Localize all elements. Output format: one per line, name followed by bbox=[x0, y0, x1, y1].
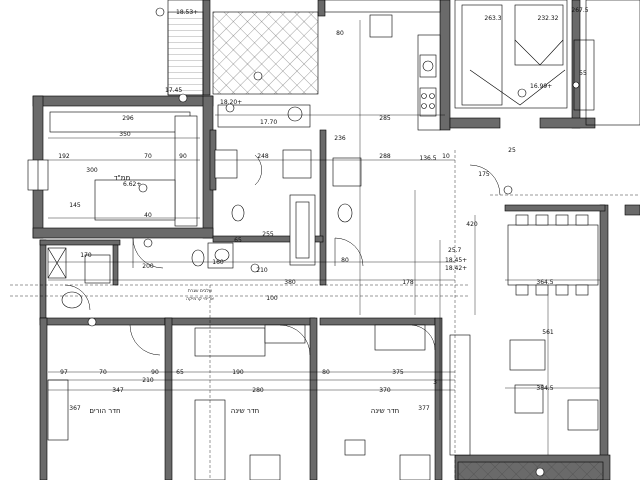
level-marker: 17.70 bbox=[260, 119, 277, 126]
tiled-balcony bbox=[457, 461, 604, 480]
room-master-bedroom: חדר הורים bbox=[89, 407, 120, 415]
note-passage: שלבים שגרת bbox=[188, 289, 212, 294]
dim-label: 377 bbox=[418, 405, 430, 412]
dim-label: 232.32 bbox=[538, 15, 559, 22]
dim-label: 175 bbox=[478, 171, 490, 178]
dim-label: 561 bbox=[542, 329, 554, 336]
dim-label: 192 bbox=[58, 153, 70, 160]
dim-label: 70 bbox=[144, 153, 152, 160]
dim-label: 375 bbox=[392, 369, 404, 376]
dim-label: 136.5 bbox=[419, 155, 436, 162]
level-marker: 16.99+ bbox=[530, 83, 552, 90]
kitchen bbox=[324, 0, 441, 187]
dim-label: 350 bbox=[119, 131, 131, 138]
dimension-labels: 296 350 192 70 90 248 288 285 236 80 300… bbox=[58, 7, 588, 412]
dim-label: 210 bbox=[256, 267, 268, 274]
dim-label: 90 bbox=[151, 369, 159, 376]
dim-label: 40 bbox=[144, 212, 152, 219]
dim-label: 263.3 bbox=[484, 15, 501, 22]
dim-label: 267.5 bbox=[571, 7, 588, 14]
dim-label: 80 bbox=[336, 30, 344, 37]
dimension-lines bbox=[10, 20, 640, 480]
dim-label: 90 bbox=[179, 153, 187, 160]
level-marker: 25.7 bbox=[448, 247, 462, 254]
dim-label: 80 bbox=[322, 369, 330, 376]
dim-label: 384.5 bbox=[536, 385, 553, 392]
dim-label: 190 bbox=[232, 369, 244, 376]
dim-label: 25 bbox=[508, 147, 516, 154]
dim-label: 210 bbox=[142, 377, 154, 384]
dim-label: 347 bbox=[112, 387, 124, 394]
stairwell bbox=[454, 0, 640, 126]
dim-label: 380 bbox=[284, 279, 296, 286]
level-markers: 18.53+ 17.45 18.20+ 17.70 16.99+ 6.62+ 1… bbox=[87, 7, 552, 477]
dim-label: 285 bbox=[379, 115, 391, 122]
dim-label: 3 bbox=[433, 379, 437, 386]
dim-label: 145 bbox=[69, 202, 81, 209]
dim-label: 288 bbox=[379, 153, 391, 160]
dim-label: 178 bbox=[402, 279, 414, 286]
living-dining-furniture bbox=[449, 214, 599, 456]
level-marker: 17.45 bbox=[165, 87, 182, 94]
dim-label: 55 bbox=[579, 70, 587, 77]
dim-label: 367 bbox=[69, 405, 81, 412]
dim-label: 364.5 bbox=[536, 279, 553, 286]
level-marker: 18.45+ bbox=[445, 257, 467, 264]
dim-label: 97 bbox=[60, 369, 68, 376]
room-bedroom-2: חדר שינה bbox=[371, 407, 399, 415]
level-marker: 18.20+ bbox=[220, 99, 242, 106]
walls bbox=[32, 0, 640, 480]
dim-label: 280 bbox=[252, 387, 264, 394]
bathroom-fixtures bbox=[47, 104, 353, 309]
level-marker: 6.62+ bbox=[123, 181, 141, 188]
dim-label: 255 bbox=[262, 231, 274, 238]
level-marker: 18.53+ bbox=[176, 9, 198, 16]
dim-label: 200 bbox=[142, 263, 154, 270]
dim-label: 70 bbox=[99, 369, 107, 376]
dim-label: 160 bbox=[212, 259, 224, 266]
mamad-furniture bbox=[27, 111, 198, 227]
tiled-service-area bbox=[212, 11, 319, 95]
dim-label: 100 bbox=[266, 295, 278, 302]
dim-label: 300 bbox=[86, 167, 98, 174]
dim-label: 80 bbox=[341, 257, 349, 264]
room-bedroom-1: חדר שינה bbox=[231, 407, 259, 415]
dim-label: 420 bbox=[466, 221, 478, 228]
bedroom-furniture bbox=[47, 324, 431, 480]
dim-label: 296 bbox=[122, 115, 134, 122]
dim-label: 65 bbox=[234, 237, 242, 244]
room-labels: ממ"ד חדר הורים חדר שינה חדר שינה שלבים ש… bbox=[89, 174, 399, 415]
dim-label: 10 bbox=[442, 153, 450, 160]
level-marker: 18.42+ bbox=[445, 265, 467, 272]
room-mamad: ממ"ד bbox=[114, 174, 131, 182]
dim-label: 65 bbox=[176, 369, 184, 376]
dim-label: 370 bbox=[379, 387, 391, 394]
dim-label: 248 bbox=[257, 153, 269, 160]
dim-label: 170 bbox=[80, 252, 92, 259]
door-swings bbox=[64, 154, 501, 356]
stair-hatch bbox=[167, 11, 204, 96]
note-passage-tiles: אריחי קרמיקה bbox=[186, 297, 214, 302]
dim-label: 236 bbox=[334, 135, 346, 142]
